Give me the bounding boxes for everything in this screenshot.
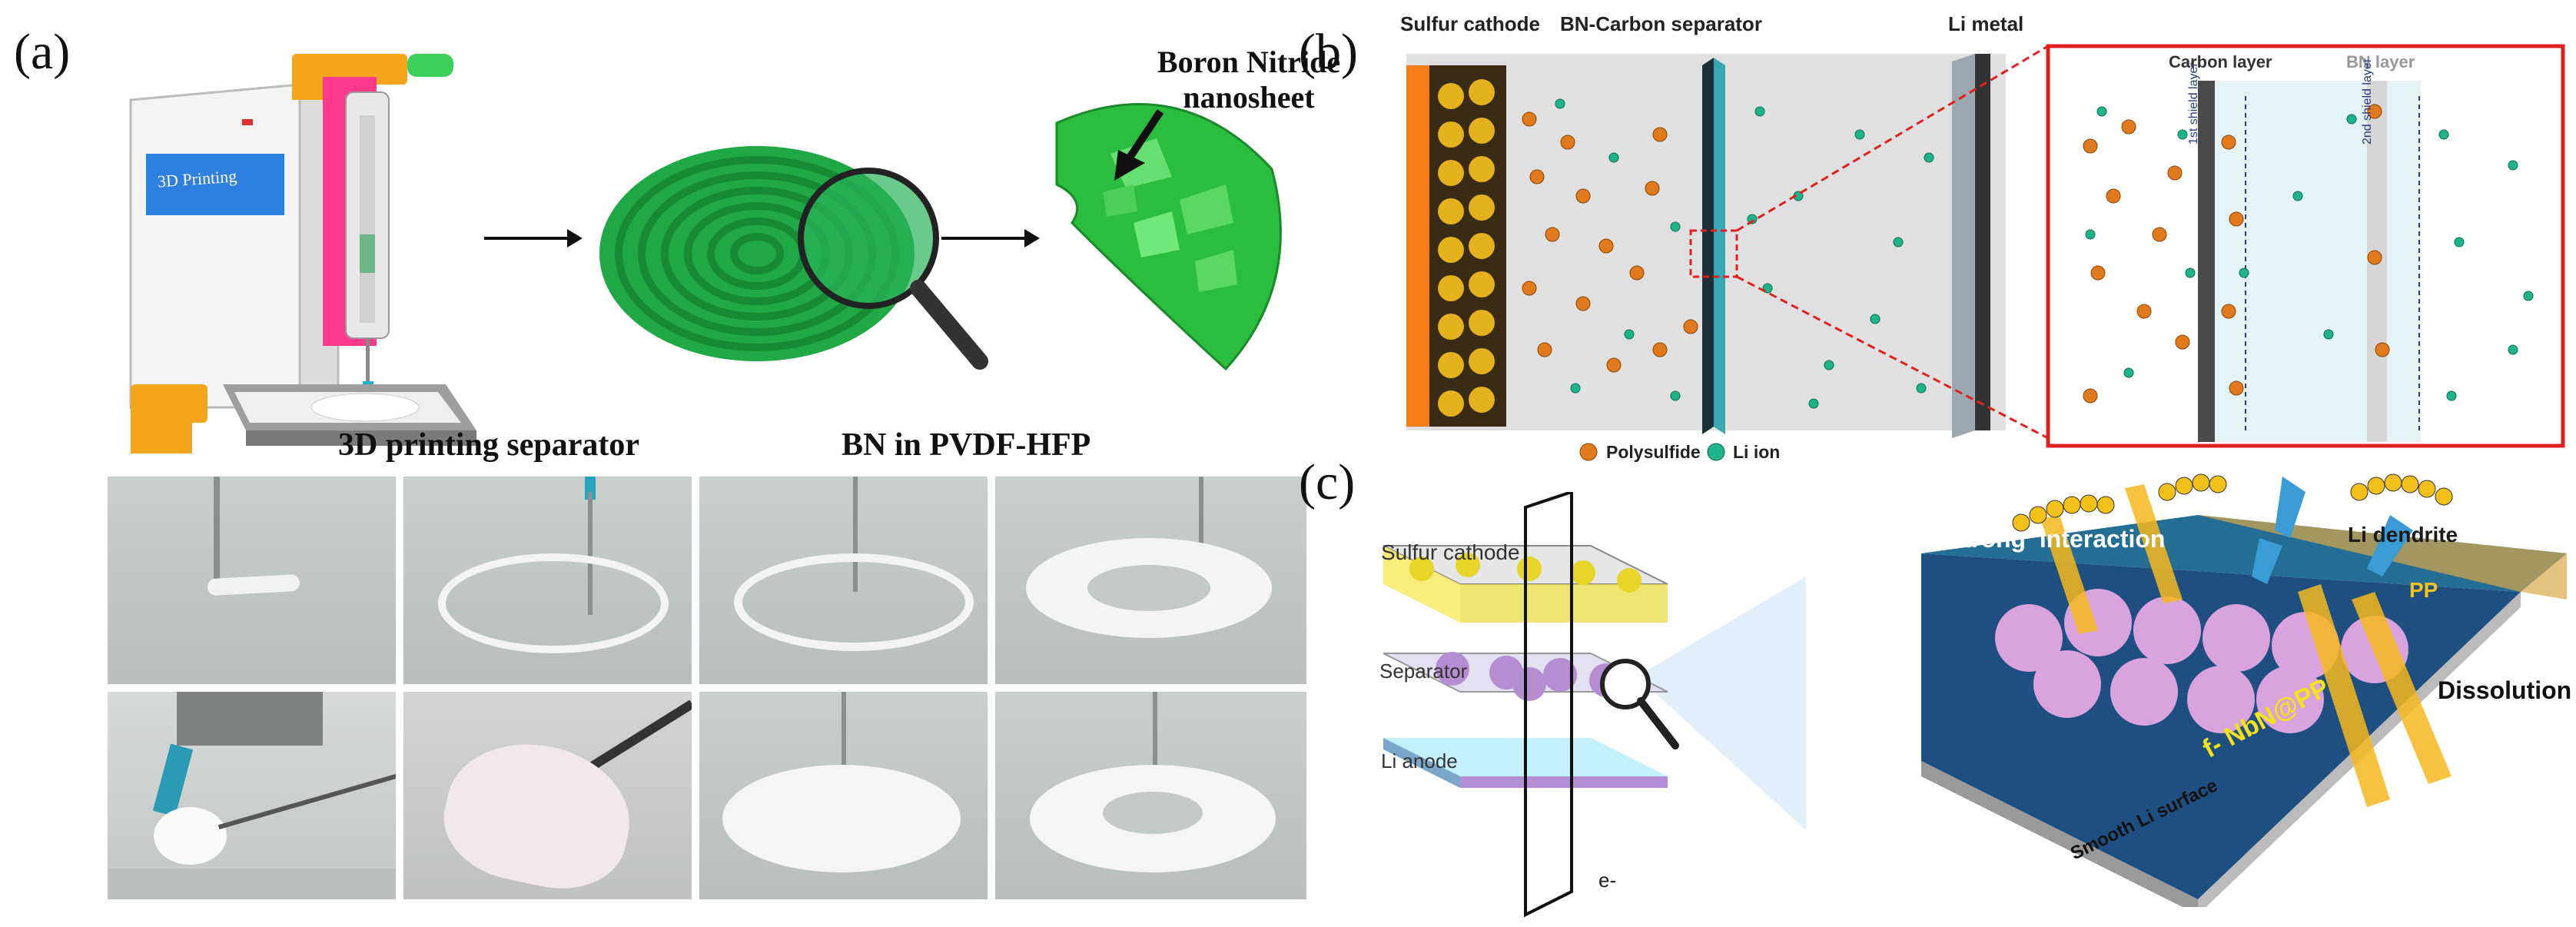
photo-step-6 <box>403 692 692 899</box>
label-pp: PP <box>2409 578 2438 602</box>
cell-stack-illustration <box>1383 492 1806 918</box>
photo-step-7 <box>699 692 988 899</box>
label-electron: e- <box>1598 869 1617 892</box>
arrow-right-icon <box>941 229 1040 248</box>
photo-grid <box>108 477 1306 899</box>
arrow-right-icon <box>484 229 583 248</box>
nanosheet-label-line1: Boron Nitride <box>1157 45 1341 79</box>
label-sulfur-cathode-c: Sulfur cathode <box>1381 540 1520 564</box>
battery-cell-diagram <box>1406 54 2006 438</box>
separator-block-illustration <box>1921 473 2567 907</box>
label-bn-carbon-separator: BN-Carbon separator <box>1560 12 1762 35</box>
magnifier-icon <box>798 168 988 370</box>
label-li-metal: Li metal <box>1948 12 2024 35</box>
printer-illustration <box>129 54 476 454</box>
label-1st-shield-layer: 1st shield layer <box>2187 62 2200 145</box>
nanosheet-label-line2: nanosheet <box>1183 80 1315 115</box>
bn-nanosheet-wedge <box>1055 103 1282 371</box>
label-strong-interaction: Strong interaction <box>1947 525 2166 553</box>
polysulfide-legend-marker <box>1579 443 1598 461</box>
photo-step-8 <box>995 692 1306 899</box>
pointer-arrow-icon <box>1114 109 1164 181</box>
label-li-anode: Li anode <box>1381 749 1458 772</box>
photo-step-3 <box>699 477 988 684</box>
zoom-lines <box>1736 45 2049 440</box>
panel-b-letter: (b) <box>1299 24 1358 80</box>
label-li-dendrite: Li dendrite <box>2348 523 2458 547</box>
label-bn-layer: BN layer <box>2346 52 2415 71</box>
legend-polysulfide: Polysulfide <box>1606 442 1701 462</box>
label-dissolution: Dissolution <box>2438 676 2572 704</box>
label-sulfur-cathode-b: Sulfur cathode <box>1400 12 1541 35</box>
photo-step-4 <box>995 477 1306 684</box>
photo-step-5 <box>108 692 396 899</box>
li-ion-legend-marker <box>1707 443 1725 461</box>
photo-step-1 <box>108 477 396 684</box>
label-2nd-shield-layer: 2nd shield layer <box>2361 58 2374 145</box>
panel-c-letter: (c) <box>1299 454 1356 510</box>
panel-a-letter: (a) <box>14 24 71 80</box>
nanosheet-label: Boron Nitride nanosheet <box>1157 45 1341 115</box>
photo-step-2 <box>403 477 692 684</box>
label-carbon-layer: Carbon layer <box>2169 52 2272 71</box>
caption-3d-printing-separator: 3D printing separator <box>338 427 639 463</box>
legend-li-ion: Li ion <box>1733 442 1781 462</box>
zoomed-layer-view <box>2046 44 2565 448</box>
caption-bn-in-pvdf-hfp: BN in PVDF-HFP <box>842 427 1091 463</box>
label-separator-c: Separator <box>1379 660 1468 683</box>
